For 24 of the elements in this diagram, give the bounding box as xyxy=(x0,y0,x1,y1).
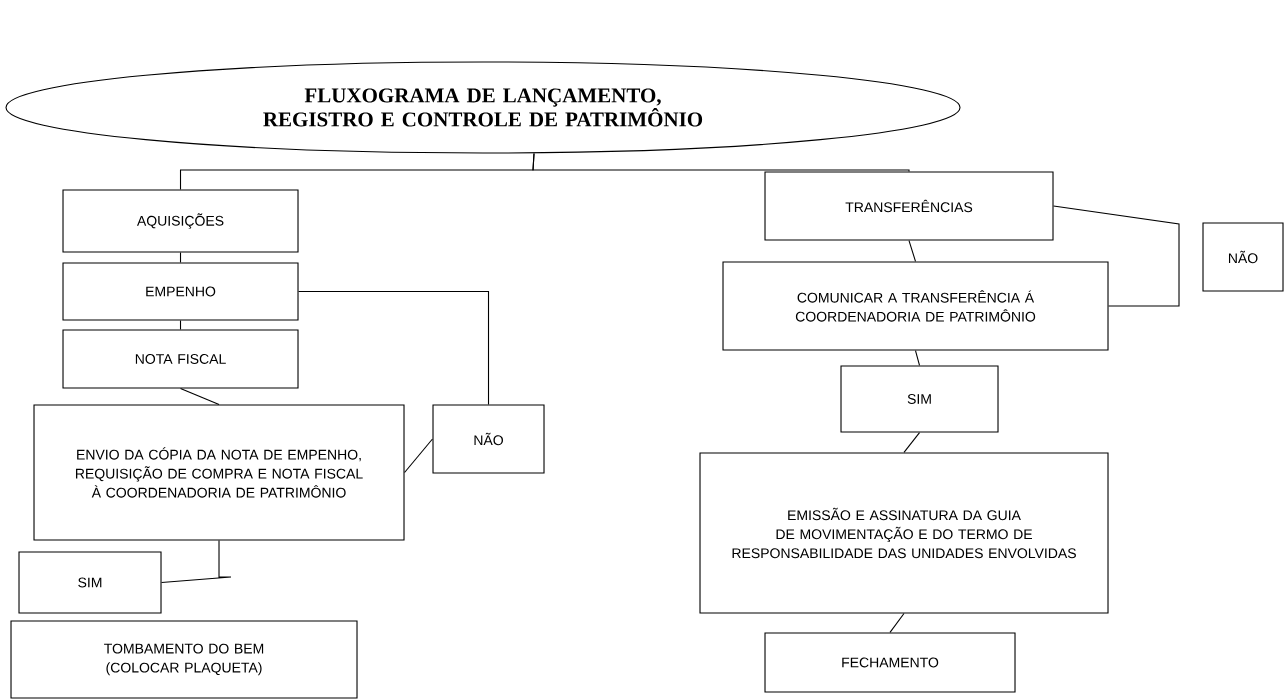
process-box: EMISSÃO E ASSINATURA DA GUIA DE MOVIMENTAÇÃO E DO TERMO DE RESPONSABILIDADE DAS UNIDADES ENVOLVIDAS xyxy=(699,452,1109,614)
process-box: ENVIO DA CÓPIA DA NOTA DE EMPENHO, REQUISIÇÃO DE COMPRA E NOTA FISCAL À COORDENADORIA DE PATRIMÔNIO xyxy=(33,404,405,541)
connector-line xyxy=(179,388,220,405)
process-box: NOTA FISCAL xyxy=(62,329,299,389)
process-box: SIM xyxy=(840,365,999,433)
connector-line xyxy=(179,252,182,263)
connector-line xyxy=(179,320,182,330)
process-box: COMUNICAR A TRANSFERÊNCIA Á COORDENADORIA DE PATRIMÔNIO xyxy=(722,261,1109,351)
connector-line xyxy=(161,540,232,584)
connector-line xyxy=(914,350,921,366)
process-box: SIM xyxy=(18,551,162,614)
process-box: TRANSFERÊNCIAS xyxy=(764,171,1054,241)
connector-line xyxy=(298,290,490,405)
process-box: NÃO xyxy=(1202,222,1284,292)
process-box: EMPENHO xyxy=(62,262,299,321)
connector-line xyxy=(404,438,433,474)
connector-line xyxy=(903,432,921,453)
connector-line xyxy=(908,240,917,262)
connector-line xyxy=(889,613,905,633)
process-box: AQUISIÇÕES xyxy=(62,189,299,253)
process-box: NÃO xyxy=(432,404,545,474)
connector-line xyxy=(1053,205,1180,307)
process-box: FECHAMENTO xyxy=(764,632,1016,693)
process-box: TOMBAMENTO DO BEM (COLOCAR PLAQUETA) xyxy=(10,620,358,699)
